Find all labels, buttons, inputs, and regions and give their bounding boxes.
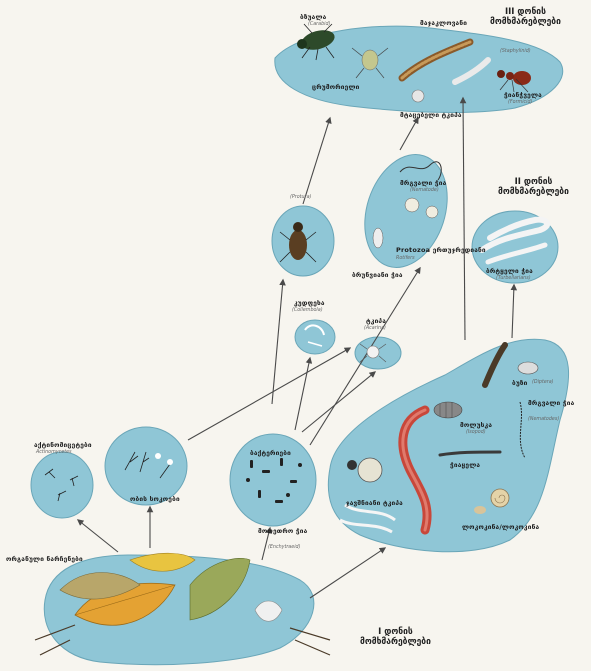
arrow-fungi-to-acarina <box>188 348 350 440</box>
arrow-nematode-to-l3 <box>400 118 418 150</box>
level3-title: III დონის მომხმარებლები <box>490 8 561 28</box>
arrow-to-insect <box>272 280 283 404</box>
ant-label: ჭიანჭველა <box>504 92 542 99</box>
earthworm-label: ჭიაყელა <box>450 462 480 469</box>
level1-title: I დონის მომხმარებლები <box>360 628 431 648</box>
diptera-latin: (Diptera) <box>532 381 554 386</box>
protozoa-label: Protozoa ერთუჯრედიანი <box>396 247 486 254</box>
predatory-mite-label: მტაცებელი ტკიპა <box>400 112 462 119</box>
isopod-icon <box>434 402 462 418</box>
protozoa-latin: Rotifers <box>396 257 415 262</box>
level1-line2: მომხმარებლები <box>360 638 431 648</box>
arrow-om-to-actino <box>78 520 118 552</box>
nematode-latin: (Nematodes) <box>528 418 559 423</box>
bacteria-label: ბაქტერიები <box>250 450 291 457</box>
centipede-label: მაჯაკლოვანი <box>420 20 467 27</box>
enchytraeid-label: მოთეთრო ჭია <box>258 528 307 535</box>
level3-line2: მომხმარებლები <box>490 18 561 28</box>
nematode-eater-label: მრგვალი ჭია <box>400 180 446 187</box>
beetle-latin: (Carabid) <box>308 23 330 28</box>
collembola-latin: (Collembola) <box>292 309 323 314</box>
predatory-mite-icon <box>412 90 424 102</box>
ant-latin: (Formicid) <box>508 101 532 106</box>
arrow-bacteria-to-collembola <box>295 358 310 430</box>
organic-matter-label: ორგანული ნარჩენები <box>6 556 83 563</box>
bacteria-blob <box>230 434 316 526</box>
actinomycetes-blob <box>31 452 93 518</box>
beetle-label: ბზუალა <box>300 14 326 21</box>
isopod-latin: (Isopod) <box>466 431 486 436</box>
acarina-label: ტკიპა <box>366 318 386 325</box>
mite-detritus-label: ჯავშნიანი ტკიპა <box>346 500 403 507</box>
nematode-label: მრგვალი ჭია <box>528 400 574 407</box>
isopod-label: მოლუსკა <box>460 422 492 429</box>
arrow-detritus-to-turbellaria <box>512 285 514 338</box>
diptera-label: ბუზი <box>512 380 528 387</box>
protura-latin: (Protura) <box>290 196 311 201</box>
collembola-label: კუდფეხა <box>294 300 325 307</box>
arrow-om-to-detritus <box>310 548 385 598</box>
centipede-latin: (Staphylinid) <box>500 50 531 55</box>
level2-title: II დონის მომხმარებლები <box>498 178 569 198</box>
fungi-blob <box>105 427 187 505</box>
turbellaria-latin: (Turbellarians) <box>496 277 531 282</box>
enchytraeid-latin: (Enchytraeid) <box>268 546 300 551</box>
snail-label: ლოკოკინა/ლოკოკინა <box>462 524 539 531</box>
rotifer-label: ბრუნვიანი ჭია <box>352 272 403 279</box>
arrow-detritus-to-l3 <box>463 98 465 340</box>
actinomycetes-latin: Actinomycetes <box>36 451 72 456</box>
fungi-label: ობის სოკოები <box>130 496 180 503</box>
turbellaria-label: ბრტყელი ჭია <box>486 268 533 275</box>
acarina-latin: (Acarina) <box>364 327 386 332</box>
nematode-eater-latin: (Nematode) <box>410 189 439 194</box>
actinomycetes-label: აქტინომიცეტები <box>34 442 92 449</box>
level2-line2: მომხმარებლები <box>498 188 569 198</box>
pseudoscorpion-label: ცრუმორიელი <box>312 84 360 91</box>
arrow-insect-to-l3 <box>303 118 330 204</box>
